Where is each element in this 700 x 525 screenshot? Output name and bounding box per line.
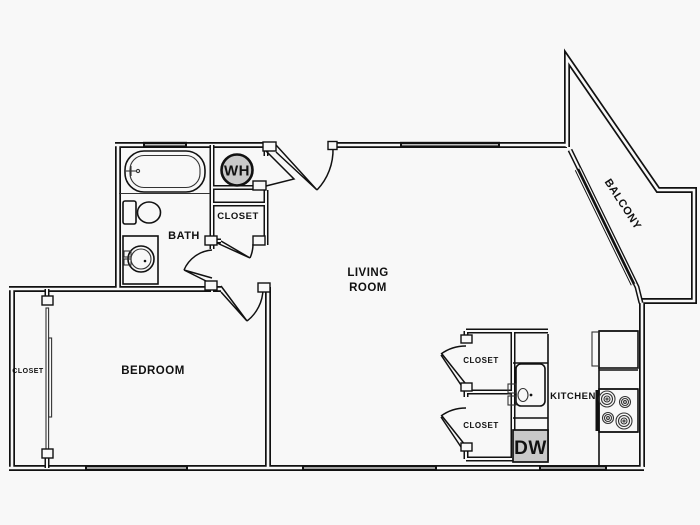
bedroom-closet-label: CLOSET	[12, 368, 44, 375]
entry-door	[275, 144, 334, 191]
living-room-label-line1: LIVING	[347, 267, 388, 279]
stove-burners	[598, 390, 633, 430]
closet-lower-label: CLOSET	[463, 421, 498, 430]
bathtub	[119, 150, 210, 195]
hall-closet-door	[216, 240, 254, 259]
bathroom-sink	[122, 235, 159, 285]
windows	[85, 141, 638, 471]
water-heater-door	[265, 150, 296, 187]
water-heater-label: WH	[224, 163, 250, 180]
kitchen-window	[539, 465, 607, 471]
bath-label: BATH	[168, 230, 200, 242]
kitchen-sink	[507, 363, 546, 407]
doors	[45, 144, 470, 454]
wall-end-caps	[41, 140, 473, 459]
water-heater: WH	[220, 153, 254, 187]
bedroom-closet-slider	[45, 307, 53, 454]
closet-upper-door	[440, 345, 470, 389]
exterior-walls	[9, 48, 697, 471]
kitchen-label: KITCHEN	[550, 391, 596, 402]
dishwasher-label: DW	[514, 438, 547, 459]
toilet	[122, 200, 162, 225]
stove	[595, 388, 639, 433]
hall-closet-label: CLOSET	[217, 211, 259, 222]
balcony-sliding-door	[574, 167, 638, 286]
bath-door	[183, 249, 213, 285]
living-room-bottom-window	[302, 465, 437, 471]
bedroom-window	[85, 465, 188, 471]
closet-upper-label: CLOSET	[463, 356, 498, 365]
living-room-label-line2: ROOM	[349, 282, 387, 294]
dishwasher: DW	[512, 429, 549, 463]
refrigerator	[591, 330, 639, 369]
bath-window	[143, 141, 187, 148]
bedroom-label: BEDROOM	[121, 365, 185, 377]
bedroom-door	[220, 285, 264, 322]
living-room-top-window	[400, 141, 500, 148]
